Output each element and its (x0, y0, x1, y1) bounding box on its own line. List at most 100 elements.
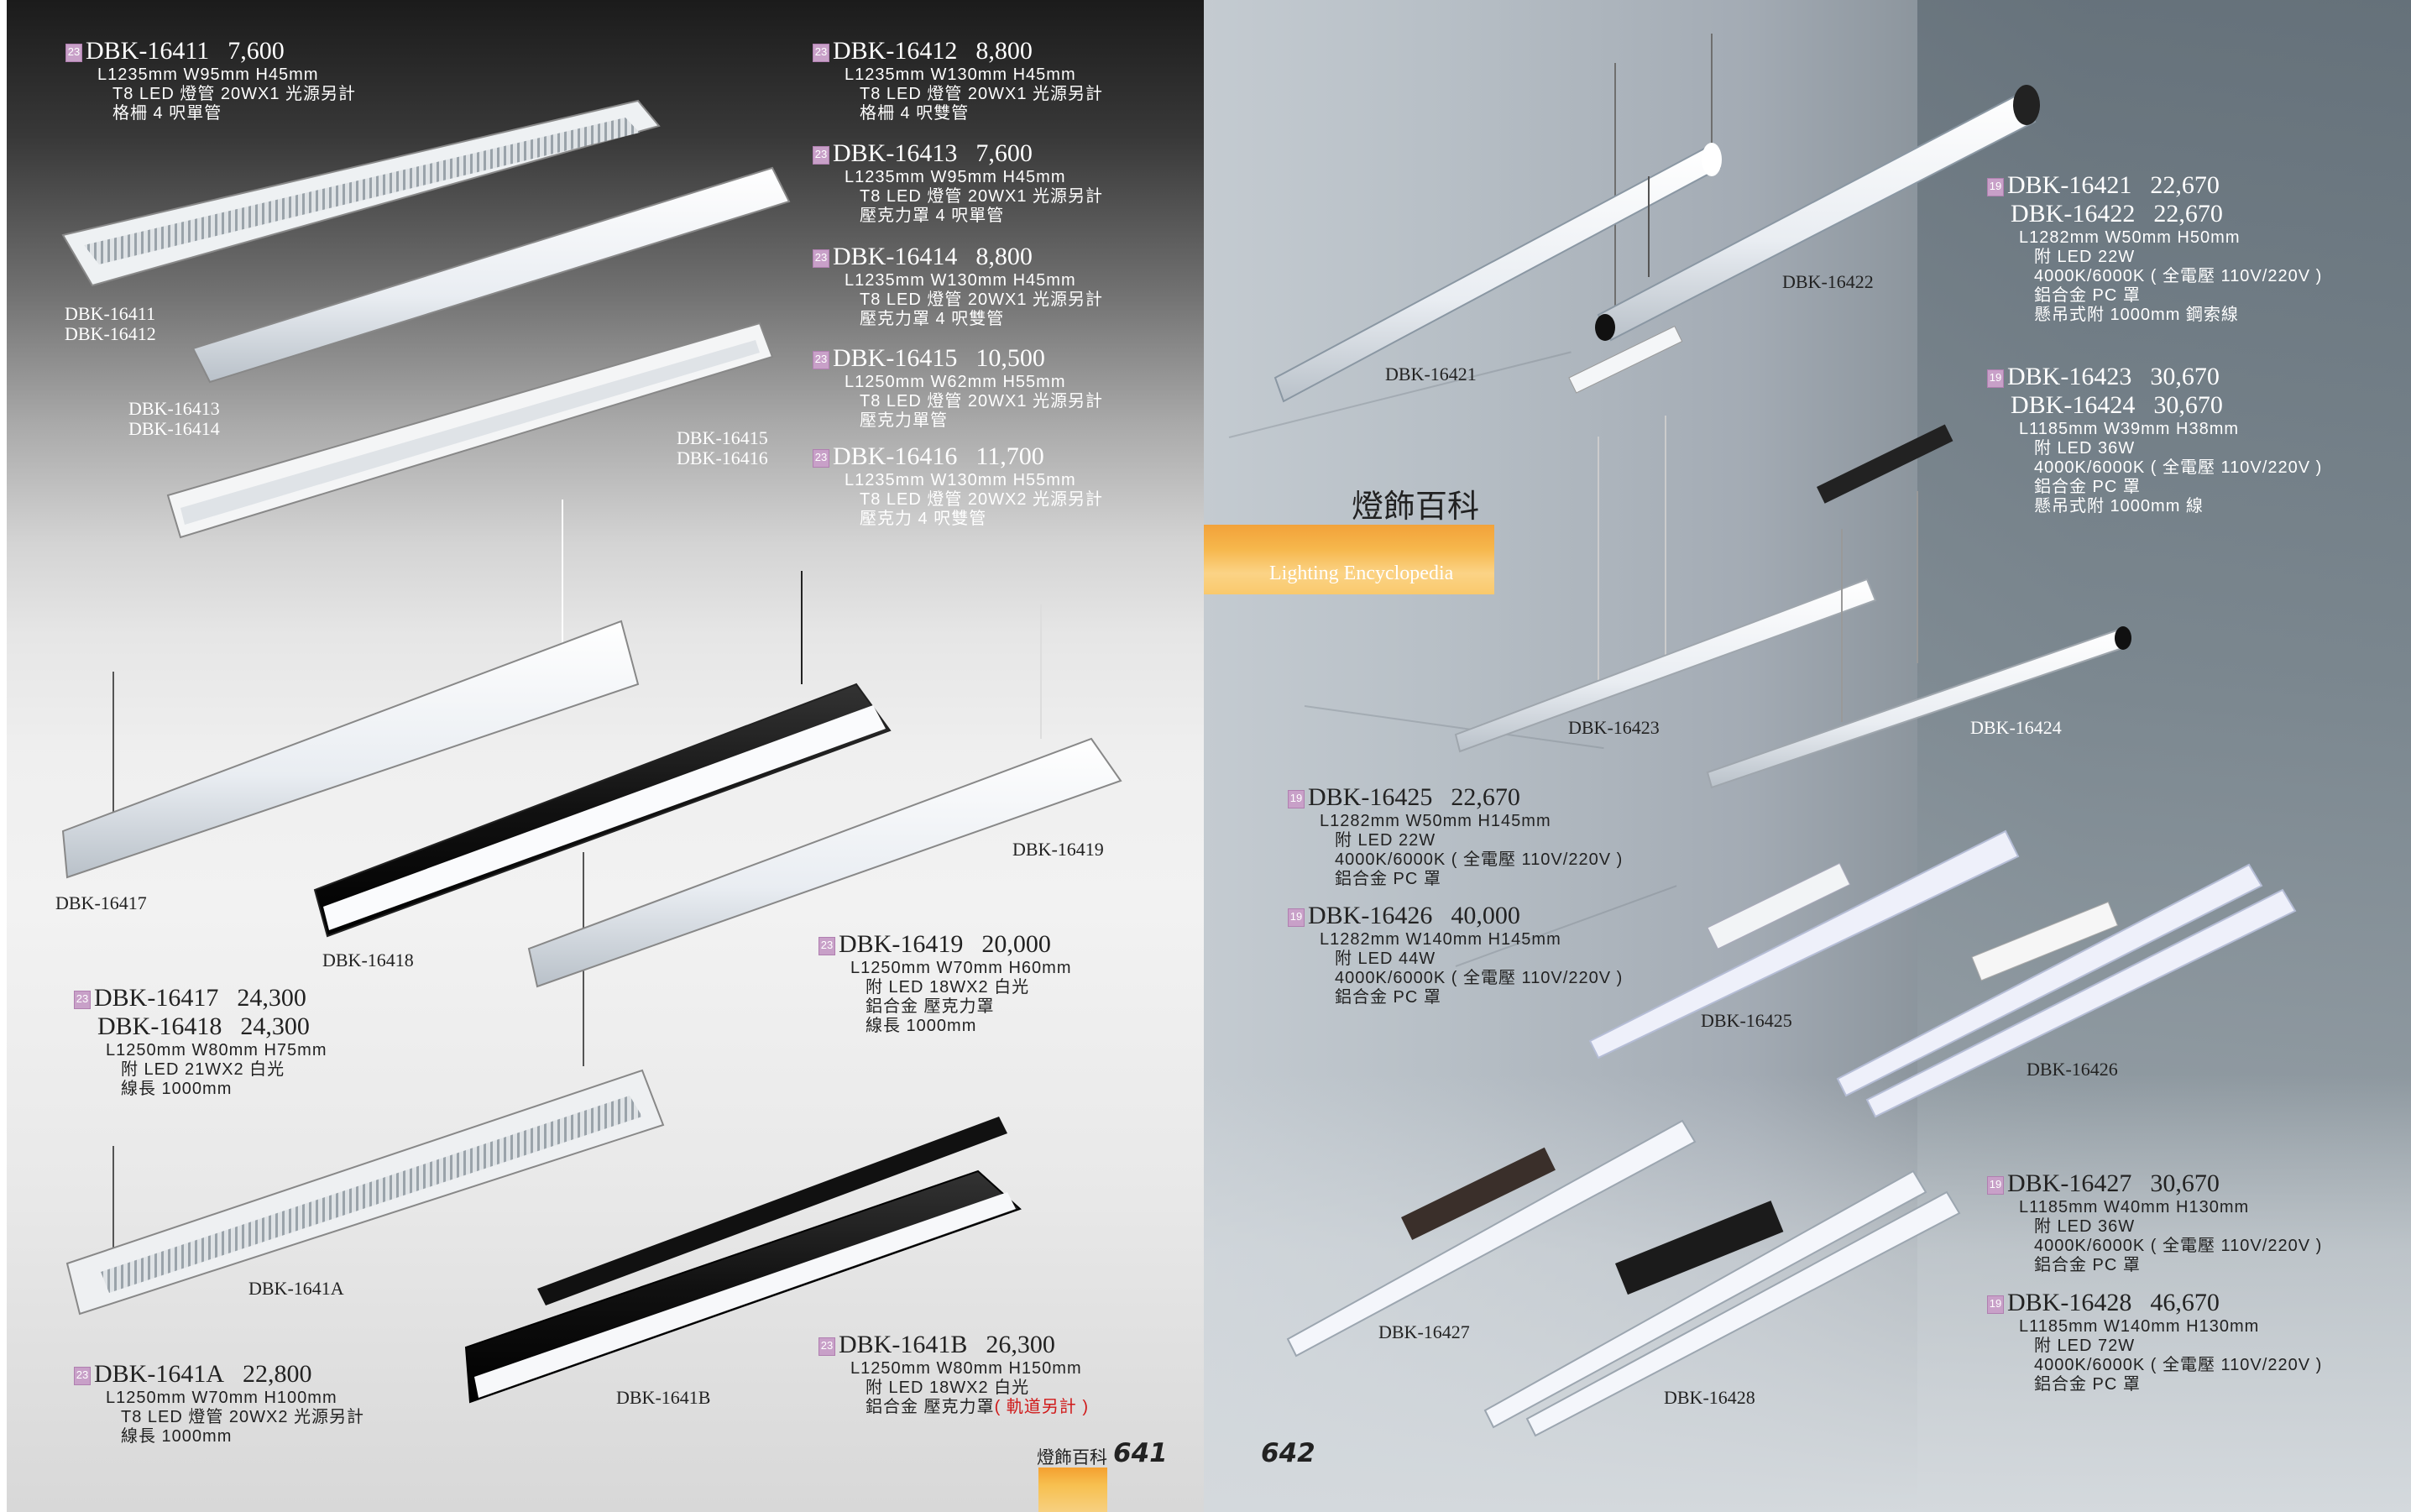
model-number: DBK-16427 (2007, 1169, 2132, 1197)
price: 22,670 (2153, 200, 2223, 228)
label-16419: DBK-16419 (1012, 839, 1104, 860)
label-16424: DBK-16424 (1970, 717, 2062, 738)
fixture-16421-icon (1273, 34, 1722, 403)
dimension-spec: L1250mm W70mm H60mm (850, 959, 1072, 977)
model-number: DBK-1641A (94, 1360, 224, 1388)
page-badge: 19 (1987, 369, 2004, 388)
encyclopedia-banner (1204, 525, 1494, 594)
model-number: DBK-16417 (94, 984, 219, 1012)
label-16414: DBK-16414 (128, 418, 220, 439)
page-badge: 23 (74, 1367, 91, 1385)
fixture-16426-icon (1836, 863, 2297, 1118)
page-badge: 23 (818, 1337, 835, 1356)
label-16425: DBK-16425 (1701, 1010, 1792, 1031)
detail-line: 格柵 4 呎單管 (112, 104, 222, 123)
dimension-spec: L1235mm W95mm H45mm (97, 65, 319, 84)
fixture-16415-icon (166, 322, 774, 539)
label-16422: DBK-16422 (1782, 271, 1874, 292)
label-16421: DBK-16421 (1385, 364, 1477, 385)
detail-line: 鋁合金 PC 罩 (2034, 1375, 2141, 1394)
material-text: 鋁合金 壓克力罩 (866, 1398, 995, 1416)
detail-line: 附 LED 36W (2034, 1217, 2136, 1236)
model-number: DBK-16428 (2007, 1289, 2132, 1316)
price: 40,000 (1451, 902, 1520, 929)
page-badge: 23 (818, 937, 835, 955)
dimension-spec: L1235mm W95mm H45mm (845, 168, 1066, 186)
dimension-spec: L1282mm W50mm H50mm (2019, 228, 2241, 247)
dimension-spec: L1282mm W50mm H145mm (1320, 812, 1551, 830)
price: 24,300 (240, 1012, 310, 1040)
dimension-spec: L1235mm W130mm H45mm (845, 271, 1076, 290)
page-badge: 23 (813, 449, 829, 468)
detail-line: 附 LED 21WX2 白光 (121, 1060, 285, 1079)
dimension-spec: L1185mm W140mm H130mm (2019, 1317, 2260, 1336)
fixture-16424-icon (1706, 424, 2131, 789)
fixture-16425-icon (1588, 829, 2020, 1059)
model-number: DBK-16425 (1308, 783, 1433, 811)
dimension-spec: L1185mm W39mm H38mm (2019, 420, 2240, 438)
dimension-spec: L1250mm W80mm H75mm (106, 1041, 327, 1059)
price: 7,600 (228, 37, 285, 65)
detail-line: 附 LED 72W (2034, 1337, 2136, 1355)
model-number: DBK-16412 (833, 37, 958, 65)
detail-line: 鋁合金 PC 罩 (1335, 988, 1441, 1007)
price: 11,700 (975, 442, 1044, 470)
label-1641B: DBK-1641B (616, 1387, 711, 1408)
dimension-spec: L1235mm W130mm H45mm (845, 65, 1076, 84)
page-badge: 19 (1987, 178, 2004, 196)
product-illustrations (1273, 34, 2297, 1437)
detail-line: 線長 1000mm (121, 1080, 233, 1098)
footer-title: 燈飾百科 (1037, 1447, 1107, 1468)
fixture-1641B-icon (464, 1117, 1022, 1404)
label-16428: DBK-16428 (1664, 1387, 1755, 1408)
page-number: 641 (1113, 1438, 1168, 1468)
fixture-16422-icon (1595, 85, 2040, 342)
model-number: DBK-16414 (833, 243, 958, 270)
price: 30,670 (2150, 1169, 2220, 1197)
fixture-16427-icon (1286, 1119, 1697, 1358)
fixture-16411-icon (61, 99, 661, 287)
page-badge: 23 (74, 991, 91, 1009)
detail-line: 鋁合金 PC 罩 (2034, 478, 2141, 496)
detail-line: 懸吊式附 1000mm 線 (2034, 497, 2204, 515)
price: 10,500 (975, 344, 1045, 372)
detail-line: 鋁合金 PC 罩 (2034, 1256, 2141, 1274)
detail-line: 鋁合金 PC 罩 (2034, 286, 2141, 305)
page-badge: 19 (1288, 908, 1305, 927)
model-number: DBK-16424 (2011, 391, 2136, 419)
label-16412: DBK-16412 (65, 323, 156, 344)
fixture-1641A-icon (65, 1069, 665, 1316)
label-16426: DBK-16426 (2027, 1059, 2118, 1080)
model-number: DBK-16423 (2007, 363, 2132, 390)
model-number: DBK-1641B (839, 1331, 968, 1358)
detail-line: 懸吊式附 1000mm 鋼索線 (2034, 306, 2239, 324)
price: 46,670 (2150, 1289, 2220, 1316)
detail-line: 鋁合金 壓克力罩( 軌道另計 ) (818, 1398, 1089, 1417)
detail-line: T8 LED 燈管 20WX1 光源另計 (860, 290, 1104, 309)
detail-line: 附 LED 18WX2 白光 (866, 1379, 1030, 1397)
detail-line: T8 LED 燈管 20WX1 光源另計 (860, 392, 1104, 411)
model-number: DBK-16413 (833, 139, 958, 167)
page-badge: 19 (1288, 790, 1305, 808)
detail-line: 線長 1000mm (121, 1427, 233, 1446)
